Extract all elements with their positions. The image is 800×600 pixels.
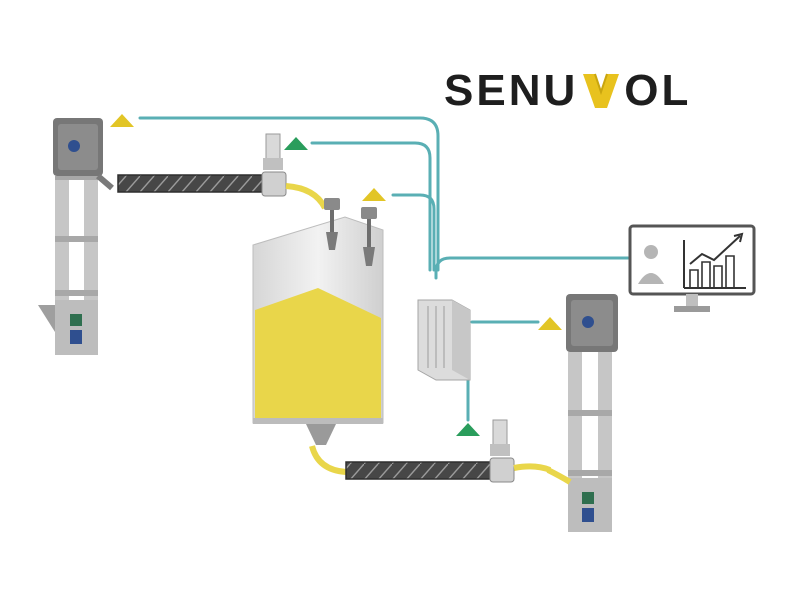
brand-logo: SENU OL xyxy=(444,66,720,116)
brand-text-left: SENU xyxy=(444,66,579,115)
yellow-triangle-indicator-icon xyxy=(362,188,386,201)
signal-line-top xyxy=(138,116,440,272)
v-chevron-mark-icon xyxy=(583,73,620,108)
radar-level-sensor-icon xyxy=(361,207,377,266)
signal-line-monitor xyxy=(434,256,630,280)
monitor-dashboard-icon xyxy=(628,224,756,312)
signal-line-third xyxy=(391,193,436,272)
signal-line-second xyxy=(310,141,432,272)
green-triangle-indicator-icon xyxy=(456,423,480,436)
grain-silo-icon xyxy=(252,216,384,475)
yellow-triangle-indicator-icon xyxy=(110,114,134,127)
green-triangle-indicator-icon xyxy=(284,137,308,150)
brand-text-right: OL xyxy=(624,66,692,115)
signal-lines xyxy=(138,116,630,422)
control-cabinet-icon xyxy=(417,299,471,381)
bucket-elevator-icon xyxy=(546,294,618,532)
radar-level-sensor-icon xyxy=(324,198,340,250)
screw-conveyor-icon xyxy=(117,133,328,210)
yellow-triangle-indicator-icon xyxy=(538,317,562,330)
bucket-elevator-icon xyxy=(38,118,114,355)
screw-conveyor-icon xyxy=(345,419,552,483)
